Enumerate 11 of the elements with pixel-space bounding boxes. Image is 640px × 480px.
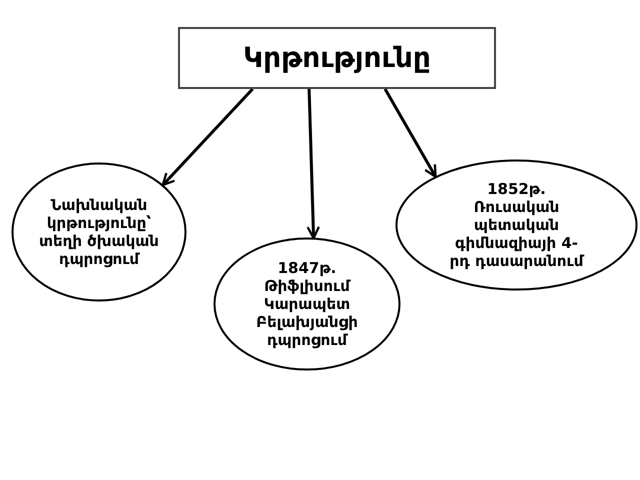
node-text: Նախնական կրթությունը՝ տեղի ծխական դպրոցում [38,196,160,268]
ellipse-node [11,162,187,302]
title-box [178,27,496,89]
node-text: 1847թ. Թիֆլիսում Կարապետ Բելախյանցի դպրոցում [255,259,359,349]
node-text: 1852թ. Ռուսական պետական գիմնազիայի 4-րդ դասարանում [448,180,584,270]
arrow [306,88,320,240]
arrow [162,88,254,186]
ellipse-node [213,237,401,371]
ellipse-node [395,159,638,291]
title-text: Կրթությունը [242,41,432,75]
arrow [384,88,437,178]
